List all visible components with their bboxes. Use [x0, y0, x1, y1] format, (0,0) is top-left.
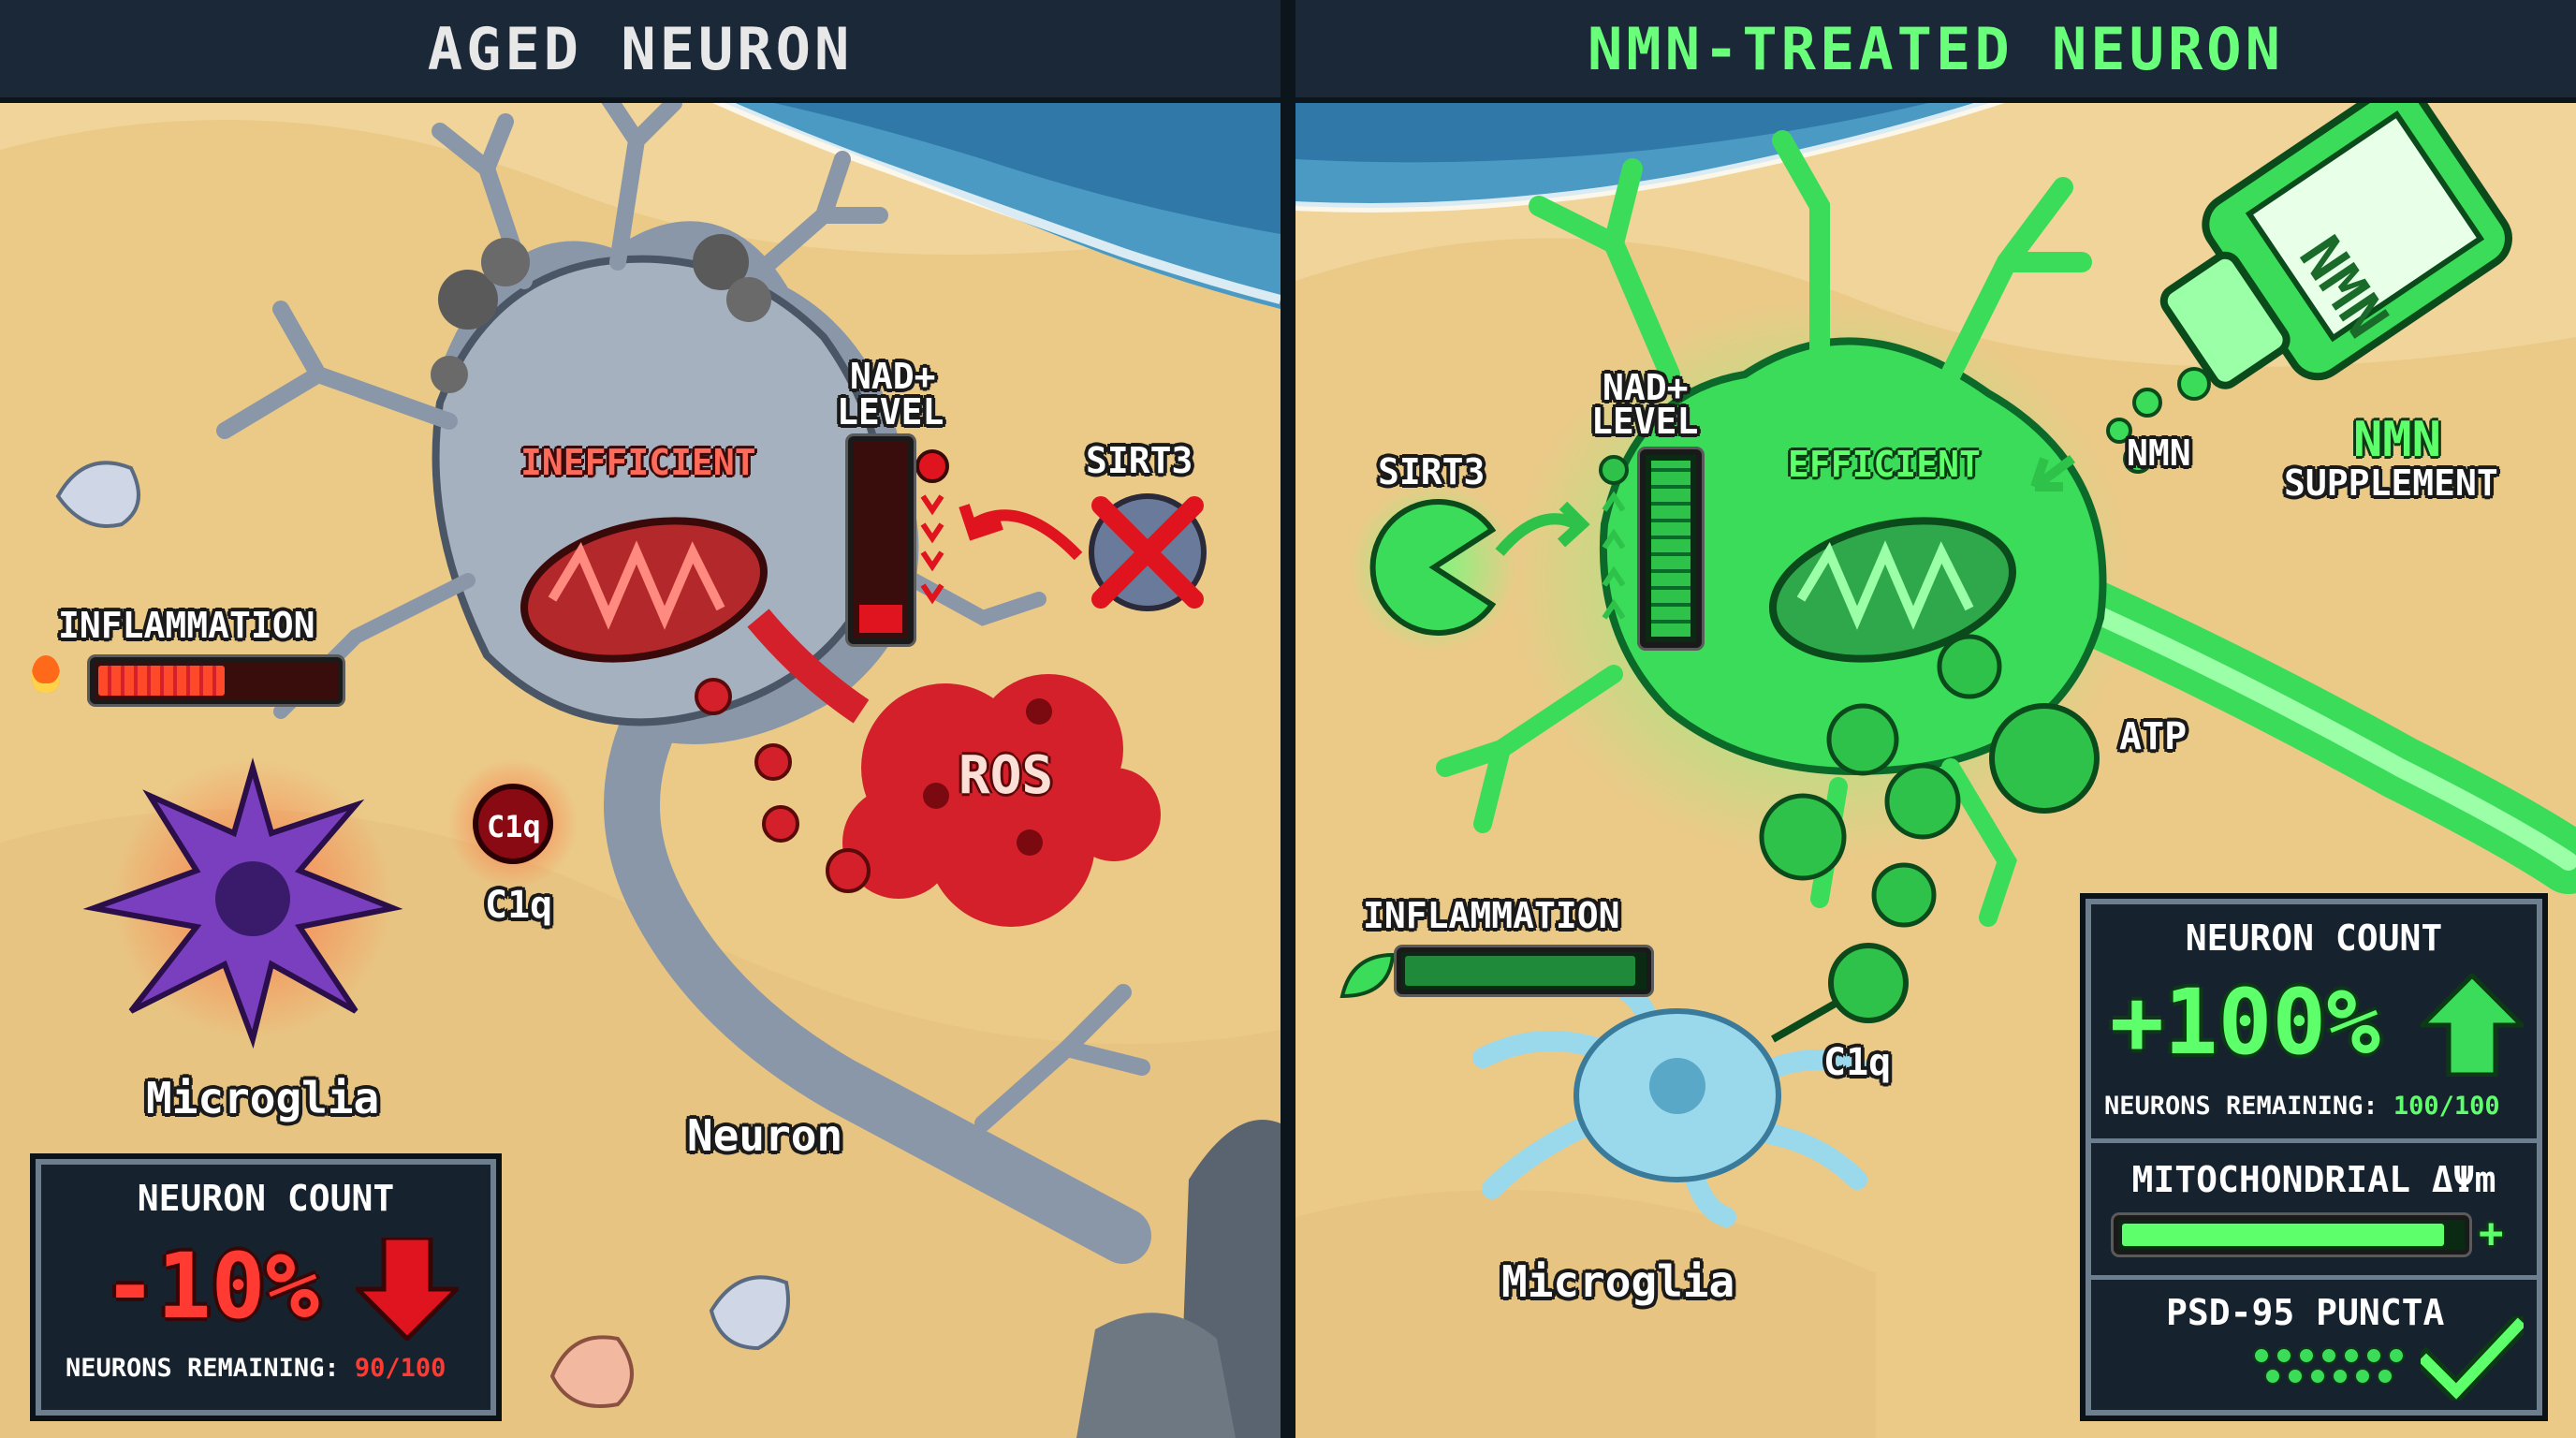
nmn-supplement-label-line2: SUPPLEMENT	[2284, 462, 2498, 504]
c1q-marker	[1771, 943, 1909, 1043]
mito-potential-fill	[2122, 1224, 2444, 1246]
neuron-count-panel: NEURON COUNT -10% NEURONS REMAINING: 90/…	[36, 1159, 496, 1416]
divider	[2091, 1138, 2537, 1143]
psd95-puncta	[2253, 1347, 2405, 1385]
neurons-remaining-text: NEURONS REMAINING: 90/100	[66, 1354, 446, 1383]
down-arrow-icon	[356, 1238, 459, 1341]
panel-title: AGED NEURON	[427, 14, 854, 83]
mito-header: MITOCHONDRIAL ΔΨm	[2131, 1159, 2496, 1200]
treated-microglia	[1472, 973, 1867, 1227]
nad-level-meter	[848, 436, 914, 644]
psd95-header: PSD-95 PUNCTA	[2166, 1292, 2445, 1333]
nad-level-fill	[1651, 461, 1690, 637]
dollar-coin-icon	[826, 848, 871, 893]
nmn-supplement-label-line1: NMN	[2353, 412, 2441, 468]
dollar-coin-icon	[1826, 703, 1899, 776]
dollar-coin-icon	[1989, 703, 2100, 814]
skull-icon	[1017, 829, 1043, 856]
sirt3-inactive	[1089, 493, 1207, 611]
x-icon	[1091, 496, 1204, 609]
inflammation-bar-fill	[1405, 956, 1636, 986]
nad-label-line2: LEVEL	[837, 391, 944, 433]
right-title-bar: NMN-TREATED NEURON	[1295, 0, 2576, 103]
neuron-label: Neuron	[687, 1110, 843, 1161]
neuron-count-header: NEURON COUNT	[137, 1178, 395, 1219]
c1q-label: C1q	[485, 884, 553, 927]
aged-microglia	[82, 757, 403, 1049]
leaf-icon	[1339, 952, 1396, 999]
neuron-count-change: +100%	[2110, 970, 2380, 1075]
ros-label: ROS	[959, 745, 1054, 806]
nad-level-meter	[1640, 449, 1702, 648]
mito-plus: +	[2479, 1210, 2504, 1257]
panel-divider	[1281, 0, 1295, 1438]
neuron-count-change: -10%	[103, 1234, 320, 1339]
treated-stats-panel: NEURON COUNT +100% NEURONS REMAINING: 10…	[2086, 899, 2542, 1416]
nad-label-line2: LEVEL	[1591, 401, 1699, 442]
nad-label-line1: NAD+	[850, 356, 936, 397]
aged-neuron-panel: AGED NEURON INEFFICIENT NAD+ LEVEL SIRT3…	[0, 0, 1281, 1438]
sirt3-label: SIRT3	[1086, 440, 1193, 481]
flame-icon	[32, 655, 60, 693]
skull-icon	[923, 783, 949, 809]
efficient-mitochondrion	[1769, 517, 2016, 663]
dollar-coin-icon	[1759, 793, 1847, 881]
left-title-bar: AGED NEURON	[0, 0, 1281, 103]
dollar-coin-icon	[754, 743, 792, 781]
nad-level-fill	[859, 605, 902, 633]
efficient-label: EFFICIENT	[1788, 444, 1981, 485]
neurons-remaining-value: 100/100	[2393, 1092, 2500, 1121]
check-icon	[2421, 1316, 2524, 1401]
neuron-count-header: NEURON COUNT	[2185, 917, 2443, 959]
neurons-remaining-text: NEURONS REMAINING: 100/100	[2104, 1092, 2500, 1121]
skull-icon	[1026, 698, 1052, 725]
c1q-label: C1q	[1823, 1041, 1892, 1084]
inflammation-label: INFLAMMATION	[58, 605, 315, 646]
c1q-tag: C1q	[487, 809, 541, 844]
neurons-remaining-label: NEURONS REMAINING:	[2104, 1092, 2378, 1121]
nmn-pellets-label: NMN	[2127, 433, 2191, 474]
sirt3-active	[1350, 483, 1518, 652]
shell-icon	[55, 461, 140, 528]
neurons-remaining-label: NEURONS REMAINING:	[66, 1354, 340, 1383]
nad-label-line1: NAD+	[1603, 367, 1689, 408]
divider	[2091, 1275, 2537, 1280]
inflammation-label: INFLAMMATION	[1363, 895, 1620, 936]
ros-cloud	[747, 609, 1161, 927]
nmn-bottle	[2159, 82, 2512, 389]
inflammation-bar-fill	[98, 666, 225, 696]
neurons-remaining-value: 90/100	[354, 1354, 446, 1383]
inefficient-mitochondrion	[520, 517, 768, 663]
inflammation-bar	[90, 657, 343, 704]
nmn-treated-panel: NMN-TREATED NEURON SIRT3 NAD+ LEVEL EFFI…	[1295, 0, 2576, 1438]
panel-title: NMN-TREATED NEURON	[1588, 14, 2284, 83]
atp-label: ATP	[2119, 715, 2188, 758]
microglia-label: Microglia	[146, 1073, 380, 1123]
up-arrow-icon	[2421, 974, 2524, 1077]
inefficient-label: INEFFICIENT	[520, 442, 756, 483]
mito-potential-bar	[2114, 1215, 2469, 1255]
inflammation-bar	[1397, 947, 1651, 994]
shell-icon	[709, 1275, 790, 1351]
dollar-coin-icon	[762, 805, 799, 843]
dollar-coin-icon	[1871, 862, 1937, 928]
sirt3-label: SIRT3	[1378, 451, 1486, 492]
shell-icon	[549, 1335, 634, 1408]
microglia-label: Microglia	[1501, 1256, 1735, 1307]
dollar-coin-icon	[1884, 763, 1961, 840]
c1q-marker	[447, 758, 578, 889]
dollar-coin-icon	[1937, 634, 2002, 699]
dollar-coin-icon	[695, 678, 732, 715]
